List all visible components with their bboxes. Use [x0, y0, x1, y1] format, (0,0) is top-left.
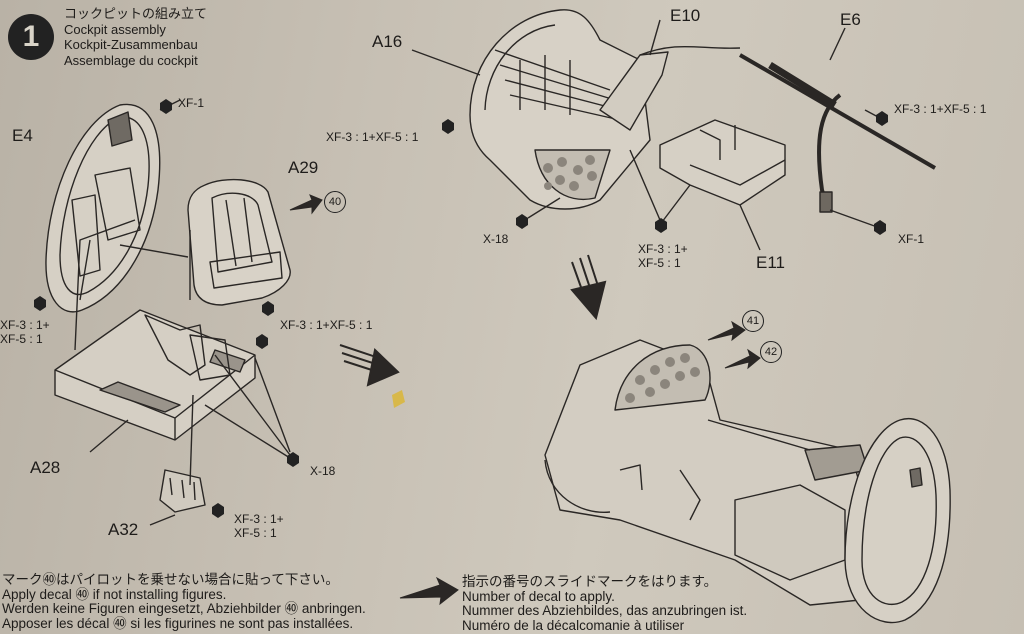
part-a29-drawing — [187, 178, 291, 306]
paint-xf1-top: XF-1 — [178, 96, 205, 110]
title-fr: Assemblage du cockpit — [64, 52, 198, 68]
note-number-decal: 指示の番号のスライドマークをはります。 Number of decal to a… — [462, 574, 748, 633]
label-a28: A28 — [30, 458, 61, 477]
note-apply-decal: マーク㊵はパイロットを乗せない場合に貼って下さい。 Apply decal ㊵ … — [2, 572, 366, 631]
part-a16-drawing — [469, 9, 651, 210]
yellow-spot — [392, 390, 405, 408]
title-en: Cockpit assembly — [64, 21, 166, 37]
paint-marker-xf1-e6 — [874, 220, 886, 235]
decal-arrow-42 — [724, 348, 761, 370]
part-e10-drawing — [599, 51, 669, 131]
paint-marker-x18-left — [287, 452, 299, 467]
paint-xf3-xf5-e11: XF-3 : 1+ XF-5 : 1 — [638, 242, 688, 270]
note-apply-decal-de: Werden keine Figuren eingesetzt, Abziehb… — [2, 601, 366, 616]
label-e10: E10 — [670, 6, 701, 25]
paint-marker-a32 — [212, 503, 224, 518]
paint-marker-x18-right — [516, 214, 528, 229]
paint-marker-seat-2 — [256, 334, 268, 349]
paint-marker-a16 — [442, 119, 454, 134]
label-e4: E4 — [12, 126, 33, 145]
note-number-decal-de: Nummer des Abziehbildes, das anzubringen… — [462, 603, 748, 618]
part-a32-drawing — [159, 469, 206, 513]
paint-xf3-xf5-a16: XF-3 : 1+XF-5 : 1 — [326, 130, 419, 144]
note-number-decal-ja: 指示の番号のスライドマークをはります。 — [462, 574, 718, 589]
instrument-dials-top — [543, 155, 597, 191]
decal-number-42: 42 — [760, 341, 782, 363]
part-e6-drawing — [738, 53, 937, 213]
paint-xf3-xf5-seat: XF-3 : 1+XF-5 : 1 — [280, 318, 373, 332]
step-title: コックピットの組み立て Cockpit assembly Kockpit-Zus… — [64, 6, 207, 68]
paint-markers — [34, 99, 888, 518]
note-apply-decal-ja: マーク㊵はパイロットを乗せない場合に貼って下さい。 — [2, 572, 339, 587]
decal-arrow-41 — [707, 320, 746, 342]
paint-marker-xf3-left — [34, 296, 46, 311]
paint-xf3-xf5-e6: XF-3 : 1+XF-5 : 1 — [894, 102, 987, 116]
paint-x18-right: X-18 — [483, 232, 509, 246]
paint-marker-e6 — [876, 111, 888, 126]
label-a16: A16 — [372, 32, 403, 51]
part-a28-drawing — [54, 309, 256, 441]
note-number-decal-fr: Numéro de la décalcomanie à utiliser — [462, 617, 685, 633]
paint-xf3-xf5-left: XF-3 : 1+ XF-5 : 1 — [0, 318, 50, 346]
decal-arrow-40 — [289, 194, 323, 215]
big-arrow-right — [339, 344, 400, 387]
label-a32: A32 — [108, 520, 139, 539]
paint-x18-left: X-18 — [310, 464, 336, 478]
big-arrow-down — [570, 254, 607, 321]
paint-xf3-xf5-a32: XF-3 : 1+ XF-5 : 1 — [234, 512, 284, 540]
paint-marker-seat — [262, 301, 274, 316]
instruction-arrows — [289, 194, 761, 606]
part-e4-drawing — [45, 103, 161, 313]
label-a29: A29 — [288, 158, 319, 177]
paint-xf1-e6: XF-1 — [898, 232, 925, 246]
legend-decal-arrow — [399, 576, 459, 606]
label-e6: E6 — [840, 10, 861, 29]
paint-marker-e11 — [655, 218, 667, 233]
note-apply-decal-en: Apply decal ㊵ if not installing figures. — [2, 586, 227, 602]
note-number-decal-en: Number of decal to apply. — [462, 588, 615, 604]
label-e11: E11 — [756, 253, 785, 272]
title-ja: コックピットの組み立て — [64, 6, 208, 21]
title-de: Kockpit-Zusammenbau — [64, 37, 198, 52]
assembled-cockpit-drawing — [544, 339, 951, 624]
note-apply-decal-fr: Apposer les décal ㊵ si les figurines ne … — [2, 615, 354, 631]
part-e11-drawing — [659, 119, 786, 206]
decal-number-40: 40 — [324, 191, 346, 213]
step-number-badge: 1 — [8, 14, 54, 60]
instrument-dials-assembled — [625, 353, 700, 403]
decal-number-41: 41 — [742, 310, 764, 332]
paint-marker-xf1-top — [160, 99, 172, 114]
